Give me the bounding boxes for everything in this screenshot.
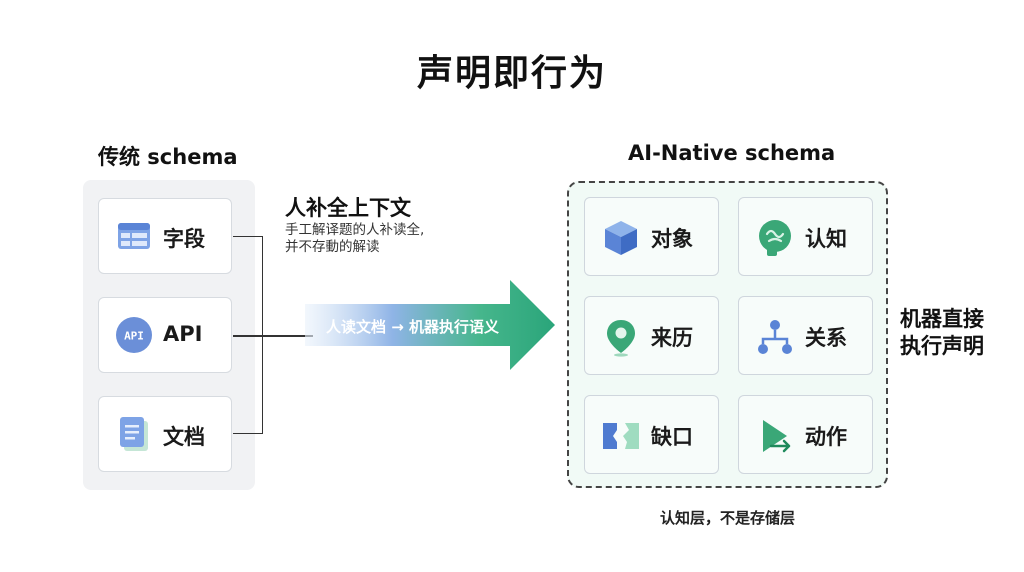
action-card-label: 动作 [805,425,847,449]
connector-line [233,335,313,337]
api-card: API API [98,297,232,373]
field-card: 字段 [98,198,232,274]
object-card: 对象 [584,197,719,276]
provenance-card: 来历 [584,296,719,375]
object-card-label: 对象 [651,227,693,251]
table-icon [118,223,150,249]
right-caption: 认知层，不是存储层 [659,509,795,527]
transform-arrow [305,280,555,370]
note-line-1: 手工解译题的人补读全, [285,222,425,238]
right-section-title: AI-Native schema [628,141,836,165]
cube-icon [605,221,637,255]
brain-icon [759,220,791,256]
hierarchy-icon [758,320,792,354]
play-action-icon [763,420,791,453]
api-icon: API [116,317,152,353]
api-card-label: API [163,322,203,346]
cognition-card: 认知 [738,197,873,276]
side-note-line-1: 机器直接 [900,307,984,331]
action-card: 动作 [738,395,873,474]
location-pin-icon [607,320,635,357]
relation-card: 关系 [738,296,873,375]
field-card-label: 字段 [163,227,205,251]
gap-icon [603,423,639,449]
note-line-2: 并不存動的解读 [285,239,380,255]
document-card-label: 文档 [163,425,205,449]
side-note: 机器直接 执行声明 [900,306,984,360]
arrow-label: 人读文档 → 机器执行语义 [326,318,500,336]
cognition-card-label: 认知 [805,227,847,251]
page-title: 声明即行为 [416,53,607,94]
note-title: 人补全上下文 [285,196,411,220]
note-subtitle: 手工解译题的人补读全, 并不存動的解读 [285,222,424,256]
api-icon-text: API [124,330,144,343]
left-section-title: 传统 schema [98,145,238,169]
relation-card-label: 关系 [805,326,847,350]
provenance-card-label: 来历 [651,326,693,350]
document-icon [120,417,148,451]
document-card: 文档 [98,396,232,472]
side-note-line-2: 执行声明 [900,334,984,358]
gap-card-label: 缺口 [651,425,693,449]
gap-card: 缺口 [584,395,719,474]
